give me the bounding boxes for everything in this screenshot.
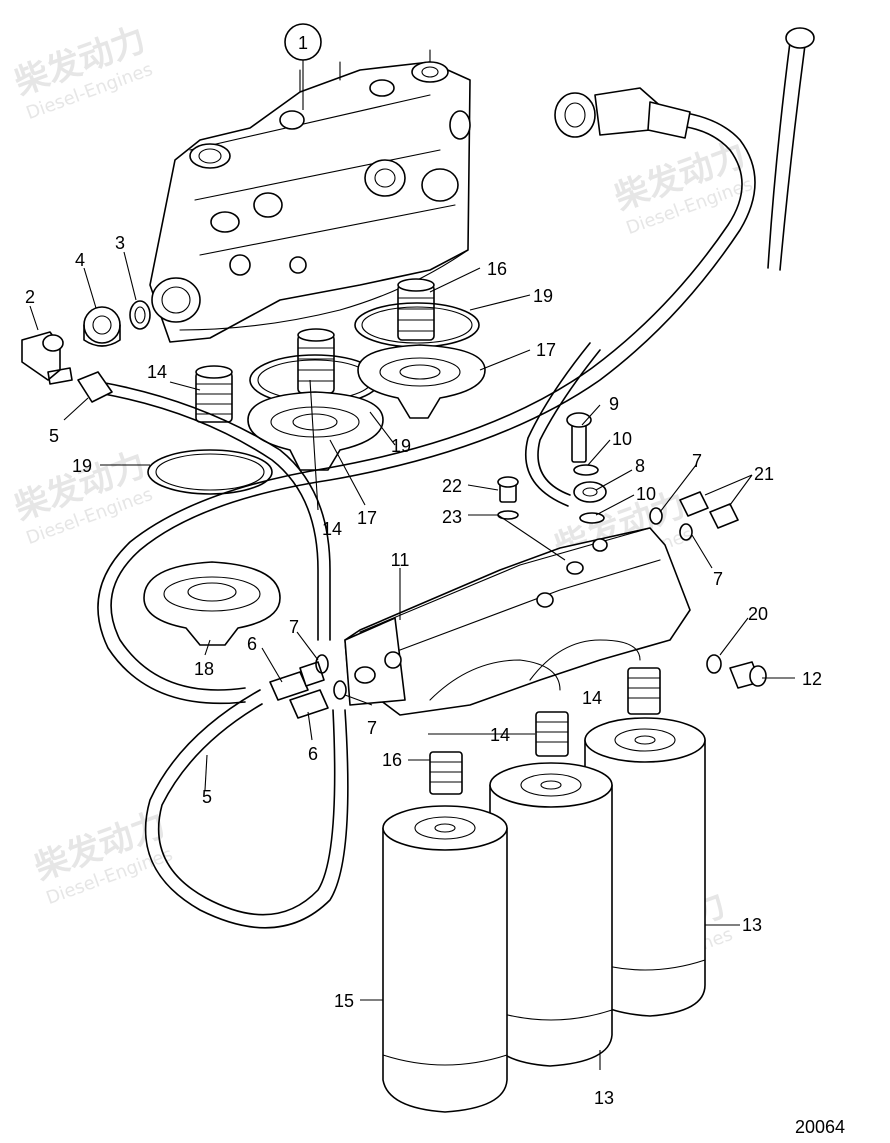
part-14-nipple-lower-right xyxy=(627,667,661,715)
callout-23: 23 xyxy=(442,507,462,527)
callout-12: 12 xyxy=(802,669,822,689)
part-1-filter-housing xyxy=(149,49,471,343)
callout-1: 1 xyxy=(298,33,308,53)
part-14-nipple-lower-center xyxy=(535,711,569,757)
part-10-washer-upper xyxy=(573,464,599,476)
callout-10-upper: 10 xyxy=(612,429,632,449)
callout-14-lower-center: 14 xyxy=(490,725,510,745)
callout-14-lower-right: 14 xyxy=(582,688,602,708)
part-5-hose-lower xyxy=(97,111,756,929)
part-22-plug xyxy=(497,476,519,503)
callout-6-upper: 6 xyxy=(247,634,257,654)
part-11-filter-bracket xyxy=(344,527,691,716)
part-12-drain-plug xyxy=(729,661,767,689)
callout-8: 8 xyxy=(635,456,645,476)
drawing-number: 20064 xyxy=(795,1117,845,1137)
part-5-hose-upper xyxy=(77,371,331,641)
callout-14-top-center: 14 xyxy=(322,519,342,539)
callout-13-bottom: 13 xyxy=(594,1088,614,1108)
callout-3: 3 xyxy=(115,233,125,253)
part-14-nipple-center xyxy=(297,328,335,394)
part-15-filter-left xyxy=(382,805,508,1113)
callout-13-right: 13 xyxy=(742,915,762,935)
callout-4: 4 xyxy=(75,250,85,270)
callout-7-left-upper: 7 xyxy=(289,617,299,637)
part-20-washer xyxy=(706,654,722,674)
part-17-cover-center xyxy=(247,391,384,471)
part-18-cover xyxy=(143,561,281,646)
callout-5-lower: 5 xyxy=(202,787,212,807)
callout-19-left: 19 xyxy=(72,456,92,476)
hose-right-return xyxy=(524,27,815,507)
callout-7-right-upper: 7 xyxy=(692,451,702,471)
part-16-nipple-top xyxy=(397,278,435,341)
part-7-seal-washers xyxy=(315,507,693,700)
part-2-elbow-fitting xyxy=(21,331,73,385)
part-19-o-ring-left xyxy=(147,449,273,495)
callout-15: 15 xyxy=(334,991,354,1011)
callout-10-lower: 10 xyxy=(636,484,656,504)
part-4-plug xyxy=(83,306,121,347)
callout-2: 2 xyxy=(25,287,35,307)
callout-16-lower: 16 xyxy=(382,750,402,770)
part-14-nipple-left xyxy=(195,365,233,423)
part-6-union-lower xyxy=(289,689,329,719)
callout-5-upper: 5 xyxy=(49,426,59,446)
callout-14-top-left: 14 xyxy=(147,362,167,382)
callout-17-right: 17 xyxy=(536,340,556,360)
part-16-nipple-lower xyxy=(429,751,463,795)
callout-17-center: 17 xyxy=(357,508,377,528)
callout-labels: 1 2 3 4 5 5 6 6 7 7 7 7 8 9 10 10 11 12 … xyxy=(25,33,822,1108)
part-3-seal-ring xyxy=(129,300,151,330)
callout-18: 18 xyxy=(194,659,214,679)
leader-lines xyxy=(29,60,795,1070)
part-9-banjo-bolt xyxy=(566,412,592,463)
callout-20: 20 xyxy=(748,604,768,624)
part-23-washer xyxy=(497,510,519,520)
part-17-cover-right xyxy=(357,344,486,419)
callout-19-center: 19 xyxy=(391,436,411,456)
part-elbow-top-right xyxy=(554,87,691,139)
callout-7-right-lower: 7 xyxy=(713,569,723,589)
part-13-filter-center xyxy=(489,762,613,1067)
callout-6-lower: 6 xyxy=(308,744,318,764)
part-21-plugs xyxy=(679,491,739,529)
callout-21: 21 xyxy=(754,464,774,484)
part-10-washer-lower xyxy=(579,512,605,524)
callout-7-left-lower: 7 xyxy=(367,718,377,738)
part-8-banjo-fitting xyxy=(573,481,607,503)
part-6-union-upper xyxy=(269,661,325,701)
callout-11: 11 xyxy=(391,550,410,570)
callout-22: 22 xyxy=(442,476,462,496)
part-13-filter-right xyxy=(584,717,706,1017)
callout-19-top: 19 xyxy=(533,286,553,306)
callout-9: 9 xyxy=(609,394,619,414)
callout-16-top: 16 xyxy=(487,259,507,279)
